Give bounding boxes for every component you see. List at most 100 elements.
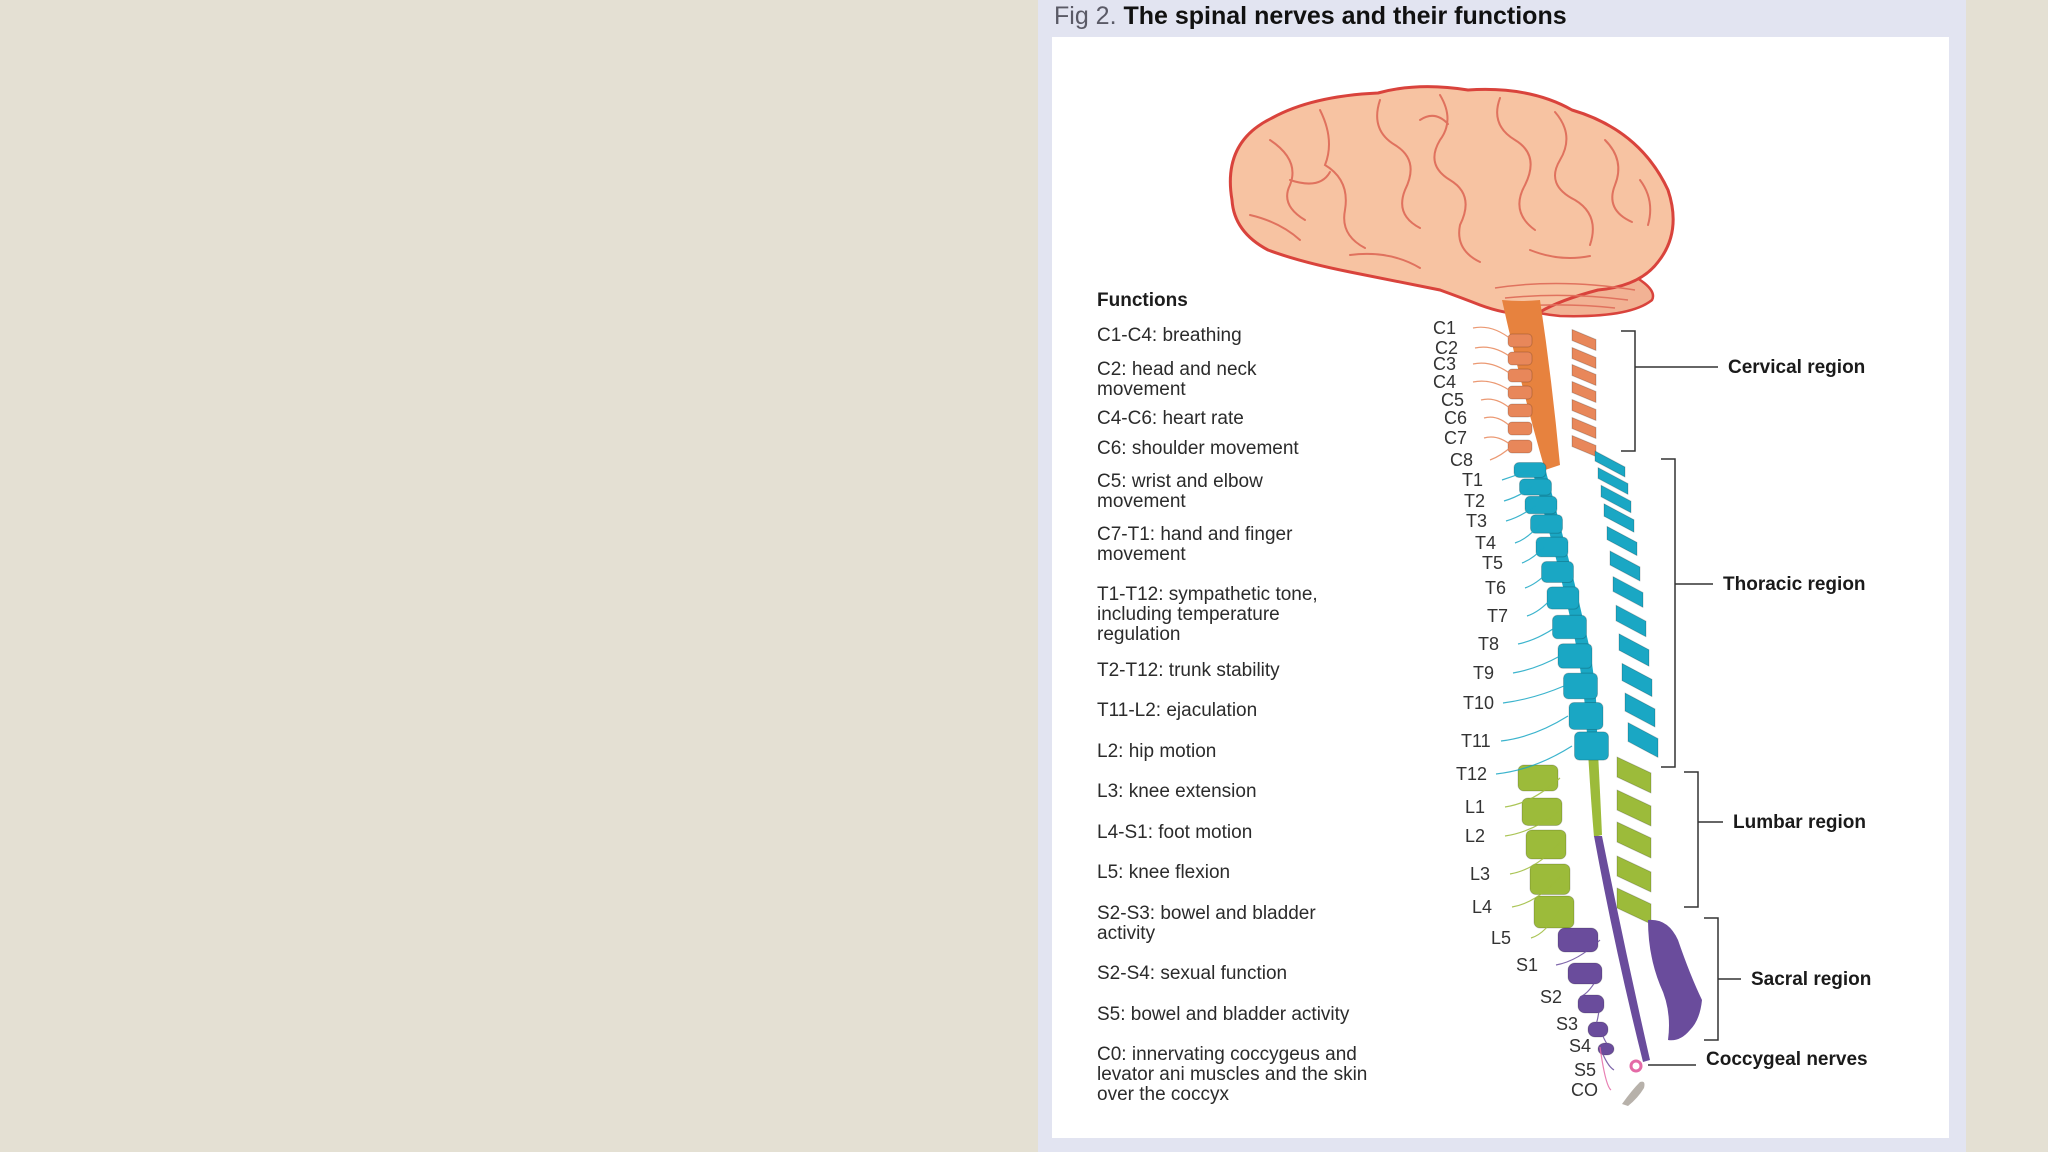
level-label-c5: C5: [1441, 390, 1464, 410]
nerve-line-t12: [1495, 745, 1573, 775]
thoracic-vertebra-5: [1535, 536, 1569, 558]
nerve-line-l2: [1504, 810, 1561, 837]
brain-illustration: [1228, 85, 1675, 318]
level-label-c8: C8: [1450, 450, 1473, 470]
level-label-s5: S5: [1574, 1060, 1596, 1080]
thoracic-vertebra-9: [1557, 643, 1593, 669]
level-label-l4: L4: [1472, 897, 1492, 917]
cervical-process-4: [1571, 381, 1597, 403]
thoracic-process-10: [1621, 662, 1653, 698]
nerve-line-s2: [1579, 972, 1601, 998]
thoracic-process-1: [1594, 450, 1626, 478]
thoracic-process-2: [1597, 467, 1629, 495]
level-label-c3: C3: [1433, 354, 1456, 374]
function-item: C7-T1: hand and finger movement: [1097, 524, 1293, 565]
nerve-line-c4: [1472, 380, 1513, 393]
nerve-line-c5: [1480, 398, 1513, 411]
lumbar-vertebra-2: [1521, 797, 1563, 826]
level-label-co: CO: [1571, 1080, 1598, 1100]
function-item: C1-C4: breathing: [1097, 325, 1242, 346]
thoracic-vertebra-11: [1568, 702, 1604, 730]
level-label-l3: L3: [1470, 864, 1490, 884]
sacral-vertebra-1: [1557, 927, 1599, 953]
coccyx: [1622, 1081, 1645, 1106]
nerve-line-s1: [1555, 939, 1601, 966]
nerve-line-t6: [1524, 571, 1549, 589]
cervical-process-5: [1571, 399, 1597, 421]
lumbar-process-5: [1616, 887, 1652, 925]
sacral-vertebra-2: [1567, 962, 1603, 985]
nerve-line-c6: [1483, 416, 1513, 429]
thoracic-region-label: Thoracic region: [1723, 574, 1866, 595]
nerve-line-c7: [1483, 436, 1513, 447]
lumbar-region-label: Lumbar region: [1733, 812, 1866, 833]
thoracic-process-11: [1624, 692, 1656, 728]
function-item: S2-S4: sexual function: [1097, 963, 1288, 984]
sacral-vertebra-4: [1587, 1021, 1609, 1038]
thoracic-vertebra-7: [1546, 586, 1580, 610]
thoracic-vertebra-4: [1530, 514, 1563, 534]
level-label-c2: C2: [1435, 338, 1458, 358]
nerve-line-l3: [1509, 842, 1561, 875]
cervical-process-7: [1571, 435, 1597, 457]
cervical-vertebra-7: [1507, 439, 1533, 454]
function-item: T1-T12: sympathetic tone, including temp…: [1097, 584, 1318, 645]
lumbar-vertebra-3: [1525, 829, 1567, 860]
lumbar-vertebra-5: [1533, 895, 1575, 929]
level-label-t10: T10: [1463, 693, 1494, 713]
function-item: L5: knee flexion: [1097, 862, 1231, 883]
nerve-line-co: [1599, 1046, 1612, 1091]
function-item: S5: bowel and bladder activity: [1097, 1004, 1350, 1025]
level-label-t12: T12: [1456, 764, 1487, 784]
nerve-line-t10: [1502, 685, 1565, 704]
function-item: C5: wrist and elbow movement: [1097, 471, 1263, 512]
lumbar-process-1: [1616, 756, 1652, 794]
nerve-line-c3: [1472, 362, 1513, 376]
thoracic-process-5: [1606, 525, 1638, 557]
level-label-t7: T7: [1487, 606, 1508, 626]
level-label-s2: S2: [1540, 987, 1562, 1007]
thoracic-process-7: [1612, 576, 1644, 608]
thoracic-process-9: [1618, 633, 1650, 667]
sacrum: [1648, 919, 1702, 1041]
level-labels: C1C2C3C4C5C6C7C8T1T2T3T4T5T6T7T8T9T10T11…: [1433, 318, 1598, 1100]
lumbar-region-bracket: [1684, 771, 1723, 908]
lumbar-process-4: [1616, 855, 1652, 893]
level-label-c6: C6: [1444, 408, 1467, 428]
figure-caption: Fig 2. The spinal nerves and their funct…: [1054, 0, 1567, 34]
nerve-line-t9: [1512, 655, 1561, 674]
level-label-t6: T6: [1485, 578, 1506, 598]
nerve-line-t7: [1526, 597, 1553, 617]
thoracic-vertebra-8: [1552, 614, 1587, 640]
lumbar-vertebra-4: [1529, 863, 1571, 895]
level-label-c1: C1: [1433, 318, 1456, 338]
thoracic-vertebra-10: [1563, 672, 1598, 700]
cervical-vertebra-1: [1507, 333, 1533, 348]
thoracic-process-3: [1600, 484, 1632, 514]
level-label-t1: T1: [1462, 470, 1483, 490]
thoracic-process-6: [1609, 550, 1641, 582]
cervical-vertebra-3: [1507, 368, 1533, 383]
nerve-line-l1: [1504, 777, 1561, 808]
function-item: L3: knee extension: [1097, 781, 1257, 802]
nerve-line-s4: [1599, 1027, 1610, 1047]
function-item: L2: hip motion: [1097, 741, 1217, 762]
cervical-vertebra-6: [1507, 421, 1533, 436]
cauda-equina: [1594, 836, 1650, 1062]
level-label-t9: T9: [1473, 663, 1494, 683]
sacral-vertebra-3: [1577, 994, 1605, 1014]
function-item: C4-C6: heart rate: [1097, 408, 1244, 429]
level-label-c4: C4: [1433, 372, 1456, 392]
thoracic-process-4: [1603, 503, 1635, 533]
cervical-process-3: [1571, 364, 1597, 386]
thoracic-vertebra-12: [1574, 731, 1609, 761]
level-label-t3: T3: [1466, 511, 1487, 531]
cervical-process-1: [1571, 329, 1597, 351]
nerve-line-c8: [1489, 445, 1513, 461]
level-label-s1: S1: [1516, 955, 1538, 975]
brain-folds: [1249, 94, 1652, 269]
cervical-vertebra-2: [1507, 351, 1533, 366]
functions-heading: Functions: [1097, 290, 1188, 311]
